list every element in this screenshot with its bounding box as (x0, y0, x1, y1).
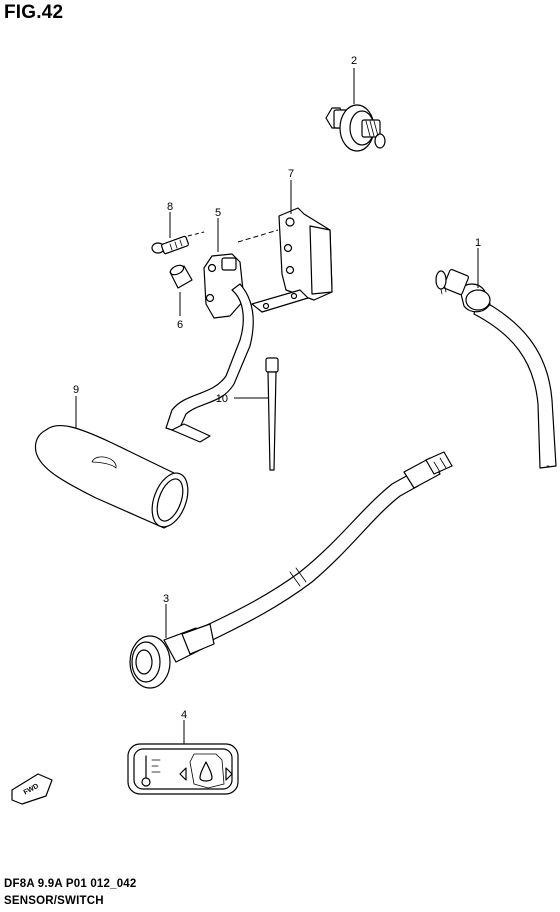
callout-1: 1 (475, 237, 481, 249)
model-code: DF8A 9.9A P01 012_042 (4, 878, 137, 890)
callout-4: 4 (181, 709, 187, 721)
bracket-icon[interactable] (251, 207, 333, 313)
callout-5: 5 (215, 207, 221, 219)
callout-9: 9 (73, 384, 79, 396)
bolt-icon[interactable] (151, 235, 189, 255)
callout-7: 7 (288, 168, 294, 180)
switch-icon[interactable] (165, 253, 254, 443)
callout-2: 2 (351, 55, 357, 67)
cable-tie-icon[interactable] (265, 357, 279, 471)
callout-6: 6 (177, 319, 183, 331)
callout-10: 10 (216, 393, 228, 405)
temperature-sensor-icon[interactable] (435, 268, 557, 469)
section-name: SENSOR/SWITCH (4, 895, 104, 907)
oil-pressure-switch-icon[interactable] (325, 104, 386, 152)
indicator-lamp-harness-icon[interactable] (129, 451, 453, 689)
callout-8: 8 (167, 201, 173, 213)
callout-3: 3 (163, 593, 169, 605)
fwd-direction-badge (11, 773, 53, 805)
protector-tube-icon[interactable] (34, 424, 194, 532)
figure-title: FIG.42 (4, 2, 64, 23)
collar-icon[interactable] (169, 263, 193, 289)
indicator-panel-icon[interactable] (127, 743, 239, 795)
